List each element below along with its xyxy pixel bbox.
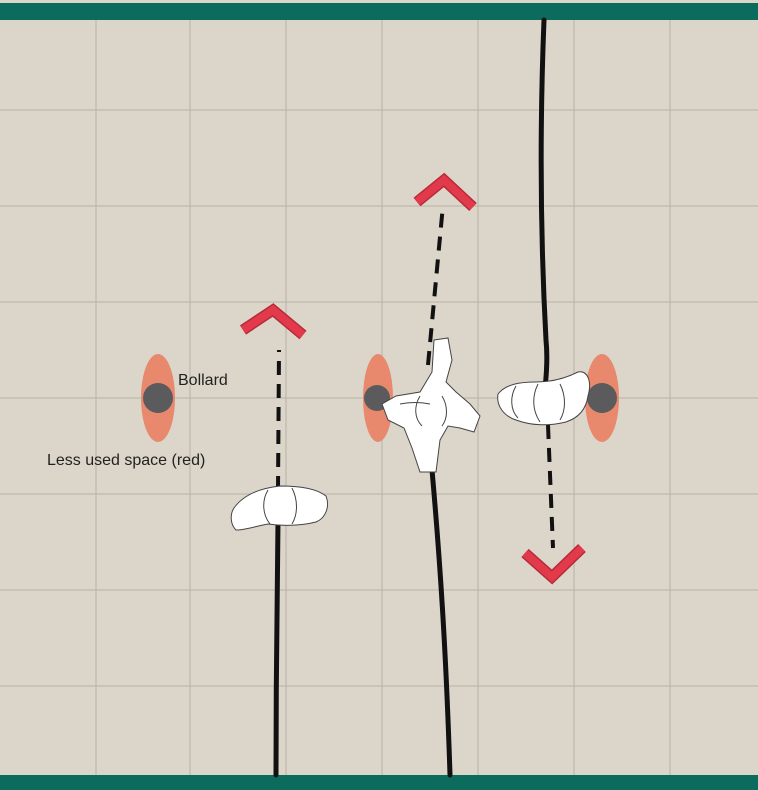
bollard-icon [587,383,617,413]
top-edge-band [0,3,758,20]
bollard-icon [143,383,173,413]
bollard-label: Bollard [178,372,228,389]
walked-path-left [276,520,278,775]
less-used-space-label: Less used space (red) [47,452,205,469]
bottom-edge-band [0,775,758,790]
